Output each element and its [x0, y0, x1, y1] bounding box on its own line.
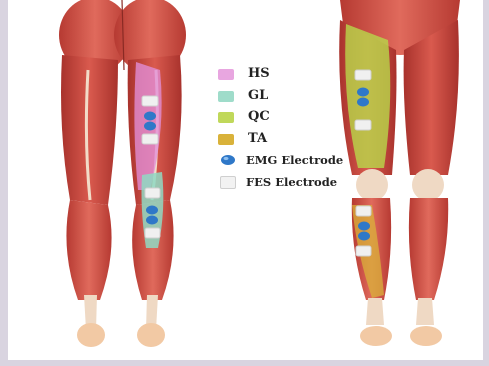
anterior-legs-figure [339, 0, 460, 346]
emg-electrode [358, 232, 370, 241]
legend-label-gl: GL [248, 88, 268, 103]
legend-item-emg: EMG Electrode [218, 152, 348, 174]
left-foot [360, 326, 392, 346]
right-heel [137, 323, 165, 347]
legend-item-fes: FES Electrode [218, 174, 348, 196]
fes-electrode-icon [220, 176, 236, 189]
left-heel [77, 323, 105, 347]
frame-border-right [483, 0, 489, 366]
legend-label-qc: QC [248, 109, 270, 124]
fes-electrode [356, 246, 371, 256]
ta-swatch [218, 134, 234, 145]
legend-item-qc: QC [218, 109, 348, 131]
right-shin [409, 198, 448, 300]
emg-electrode [146, 216, 158, 225]
frame-border-left [0, 0, 8, 366]
legend-label-ta: TA [248, 131, 267, 146]
emg-electrode-icon [220, 154, 236, 166]
fes-electrode [355, 70, 371, 80]
posterior-legs-figure [59, 0, 186, 347]
legend-label-emg: EMG Electrode [246, 153, 343, 167]
fes-electrode [142, 134, 158, 144]
frame-border-bottom [0, 360, 489, 366]
legend-label-hs: HS [248, 66, 270, 81]
legend: HS GL QC TA EMG Electrode FES Electrode [218, 66, 348, 195]
fes-electrode [142, 96, 158, 106]
emg-electrode [146, 206, 158, 215]
legend-item-hs: HS [218, 66, 348, 88]
emg-electrode [357, 88, 369, 97]
legend-item-ta: TA [218, 131, 348, 153]
fes-electrode [145, 188, 160, 198]
right-foot [410, 326, 442, 346]
legend-item-gl: GL [218, 88, 348, 110]
fes-electrode [355, 120, 371, 130]
left-calf [66, 200, 111, 300]
emg-electrode [357, 98, 369, 107]
fes-electrode [356, 206, 371, 216]
emg-electrode [358, 222, 370, 231]
hs-swatch [218, 69, 234, 80]
left-knee [356, 169, 388, 201]
legend-label-fes: FES Electrode [246, 175, 337, 189]
emg-electrode [144, 122, 156, 131]
emg-electrode [144, 112, 156, 121]
gl-swatch [218, 91, 234, 102]
fes-electrode [145, 228, 160, 238]
right-knee [412, 169, 444, 201]
qc-swatch [218, 112, 234, 123]
